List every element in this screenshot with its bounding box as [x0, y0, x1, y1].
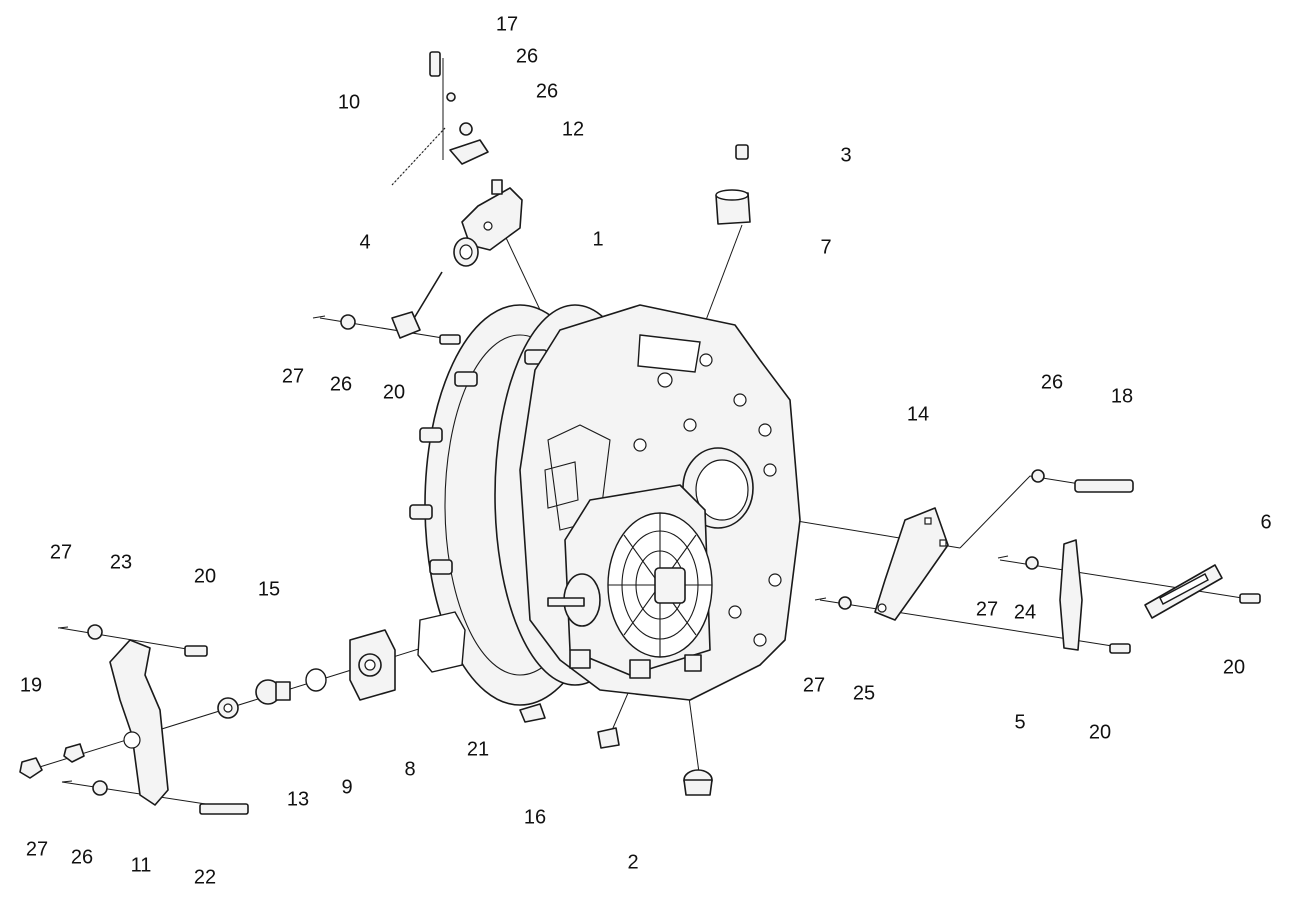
callout-5: 5: [1014, 711, 1025, 733]
callout-23: 26: [516, 45, 538, 67]
callout-12: 12: [562, 118, 584, 140]
callout-8: 8: [404, 758, 415, 780]
spring: [391, 127, 446, 186]
callout-20-a: 20: [383, 381, 405, 403]
callout-11: 11: [131, 854, 152, 876]
callout-19: 19: [20, 674, 42, 696]
callout-20-b: 20: [194, 565, 216, 587]
callout-3: 3: [840, 144, 851, 166]
callout-22: 21: [467, 738, 489, 760]
callout-17: 17: [496, 13, 518, 35]
callout-1: 1: [592, 228, 603, 250]
callout-2: 2: [627, 851, 638, 873]
rod-clevis: [391, 271, 443, 339]
top-hardware: [429, 51, 489, 165]
callout-7: 7: [820, 236, 831, 258]
flange-bolts: [409, 349, 548, 575]
callout-20-d: 20: [1089, 721, 1111, 743]
bracket-14: [874, 507, 949, 621]
valve-assembly: [453, 179, 523, 267]
pin-18: [1031, 469, 1134, 493]
right-pin-set: [814, 555, 1261, 654]
callout-26-c: 24: [1014, 601, 1036, 623]
callout-13: 13: [287, 788, 309, 810]
plug-cap-parts: [715, 144, 751, 225]
transmission-housing: [409, 304, 801, 706]
bottom-plugs: [519, 703, 713, 796]
callout-9: 9: [341, 776, 352, 798]
seal-stack: [217, 611, 466, 719]
lever-11: [109, 639, 169, 806]
callout-27-a: 27: [282, 365, 304, 387]
callout-14: 14: [907, 403, 929, 425]
callout-16: 16: [524, 806, 546, 828]
left-pin-set: [19, 624, 249, 815]
callout-24: 26: [1041, 371, 1063, 393]
lever-5: [1059, 539, 1083, 651]
callout-21: 22: [194, 866, 216, 888]
callout-26-d: 25: [853, 682, 875, 704]
callout-27-e: 27: [26, 838, 48, 860]
housing-holes: [633, 353, 782, 647]
callout-10: 10: [338, 91, 360, 113]
callout-20-c: 20: [1223, 656, 1245, 678]
callout-4: 4: [359, 231, 370, 253]
callout-6: 6: [1260, 511, 1271, 533]
callout-15: 15: [258, 578, 280, 600]
callout-27-c: 27: [976, 598, 998, 620]
callout-labels: 17 26 26 12 10 3 1 7 4 27 26 20 26 18 14…: [20, 13, 1272, 888]
plate-6: [1144, 564, 1223, 619]
callout-27-b: 27: [50, 541, 72, 563]
callout-26-b: 23: [110, 551, 132, 573]
callout-18: 18: [1111, 385, 1133, 407]
callout-25: 26: [536, 80, 558, 102]
callout-27-d: 27: [803, 674, 825, 696]
callout-26-a: 26: [330, 373, 352, 395]
upper-pin-set: [312, 314, 461, 345]
callout-26-e: 26: [71, 846, 93, 868]
